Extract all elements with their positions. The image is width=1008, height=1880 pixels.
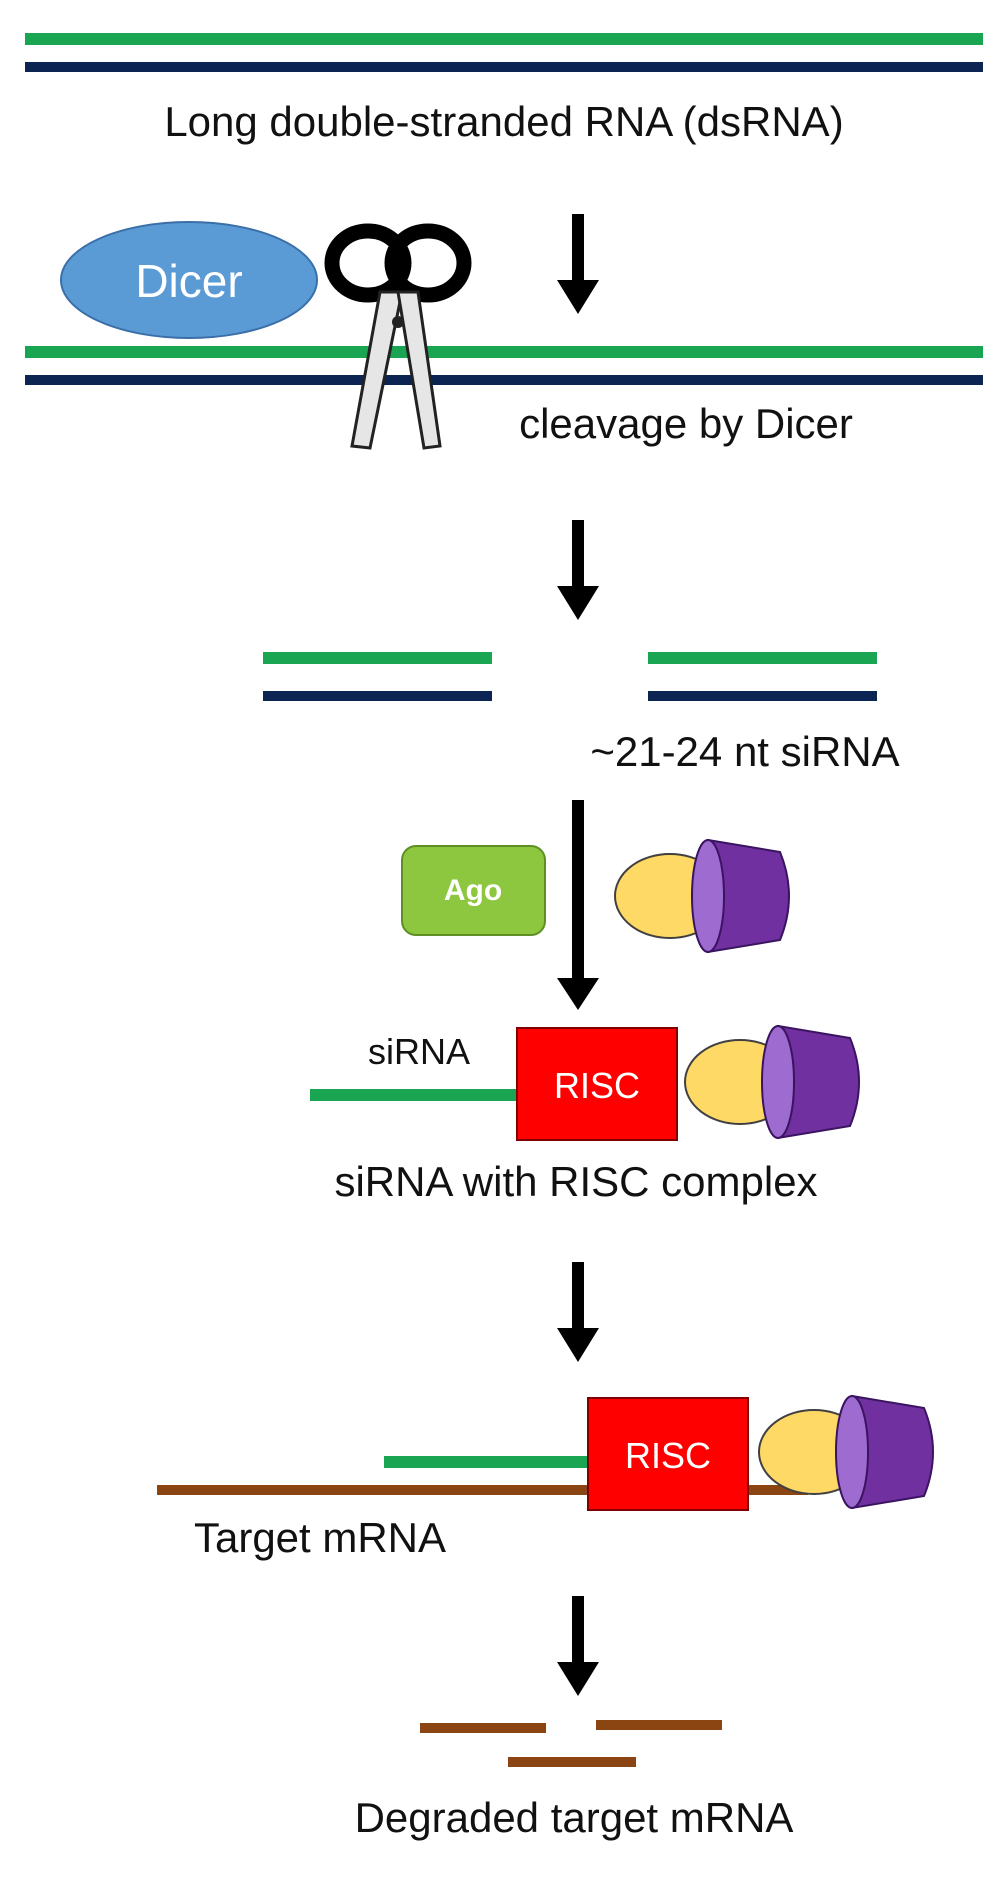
down-arrow-icon — [557, 214, 599, 314]
risc-label-bound: RISC — [625, 1435, 711, 1476]
ago-label: Ago — [444, 874, 502, 907]
cleavage-label: cleavage by Dicer — [519, 400, 853, 447]
risc-complex-bound — [587, 1397, 749, 1511]
down-arrow-icon — [557, 800, 599, 1010]
dicer-label: Dicer — [135, 255, 242, 307]
long-dsrna-label: Long double-stranded RNA (dsRNA) — [164, 98, 843, 145]
down-arrow-icon — [557, 1262, 599, 1362]
cylinder-protein-icon — [614, 839, 790, 953]
sirna-label: siRNA — [368, 1031, 470, 1072]
dicer-enzyme — [60, 221, 318, 339]
scissors-icon — [324, 223, 472, 450]
down-arrow-icon — [557, 1596, 599, 1696]
target-mrna-label: Target mRNA — [194, 1514, 446, 1561]
sirna-length-label: ~21-24 nt siRNA — [590, 728, 899, 775]
sirna-risc-complex-label: siRNA with RISC complex — [334, 1158, 817, 1205]
risc-label: RISC — [554, 1065, 640, 1106]
risc-complex — [516, 1027, 678, 1141]
cylinder-protein-icon — [684, 1025, 860, 1139]
degraded-mrna-label: Degraded target mRNA — [355, 1794, 794, 1841]
down-arrow-icon — [557, 520, 599, 620]
ago-protein — [401, 845, 546, 936]
